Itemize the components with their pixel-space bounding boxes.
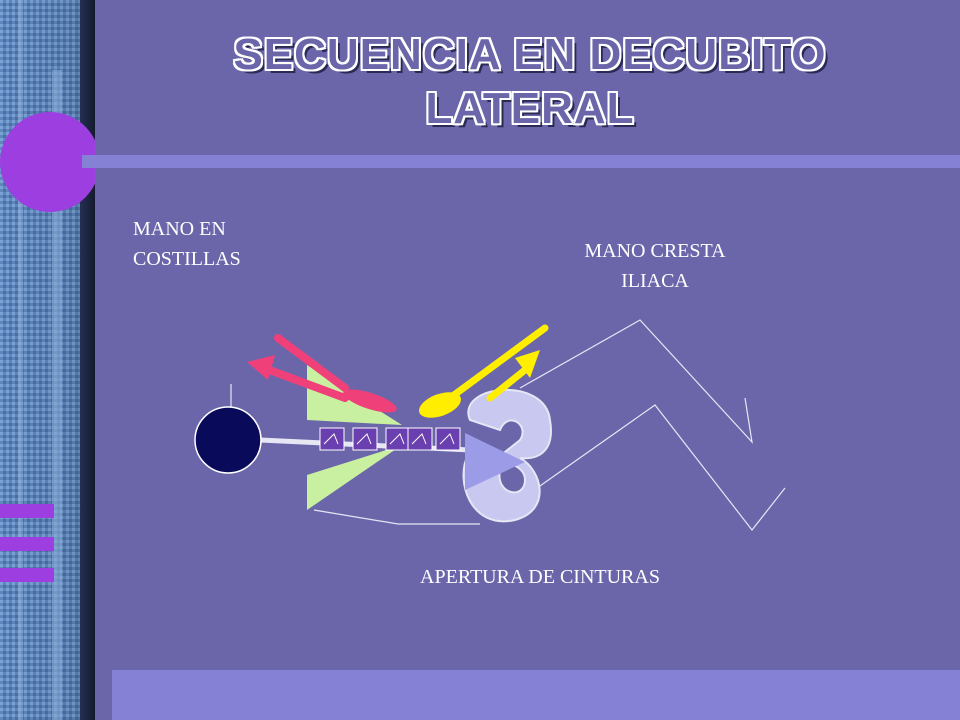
page-title: SECUENCIA EN DECUBITO LATERAL bbox=[130, 28, 930, 136]
decorative-stripe-2 bbox=[0, 537, 54, 551]
pink-arrow-line-2 bbox=[260, 364, 349, 402]
decorative-left-bar bbox=[0, 0, 95, 720]
head-circle bbox=[194, 406, 262, 474]
lower-leg bbox=[519, 404, 786, 531]
yellow-hand bbox=[418, 392, 462, 418]
title-line-2: LATERAL bbox=[425, 84, 635, 133]
pink-arrow-line-1 bbox=[274, 334, 349, 392]
lower-trunk-triangle bbox=[307, 445, 402, 510]
decorative-stripe-1 bbox=[0, 504, 54, 518]
label-apertura: APERTURA DE CINTURAS bbox=[420, 566, 660, 588]
pink-hand bbox=[343, 389, 397, 413]
yellow-arrow-line-1 bbox=[446, 324, 549, 402]
vertebrae bbox=[319, 427, 461, 451]
upper-leg bbox=[519, 319, 753, 444]
decorative-stripe-3 bbox=[0, 568, 54, 582]
label-mano-cresta: MANO CRESTA ILIACA bbox=[584, 240, 726, 292]
legs bbox=[230, 319, 786, 531]
yellow-arrow-line-2 bbox=[486, 366, 529, 402]
yellow-arrows bbox=[418, 324, 549, 418]
pelvis-triangle bbox=[465, 433, 525, 490]
vertebra-1 bbox=[319, 427, 345, 451]
vertebra-5 bbox=[435, 427, 461, 451]
title-underline bbox=[82, 155, 960, 168]
lower-trunk-line bbox=[313, 509, 480, 525]
yellow-arrowhead bbox=[515, 350, 540, 378]
label-mano-costillas: MANO EN COSTILLAS bbox=[133, 218, 241, 270]
vertebra-2 bbox=[352, 427, 378, 451]
decorative-circle bbox=[0, 112, 95, 212]
pink-arrows bbox=[247, 334, 397, 413]
pink-arrowhead bbox=[247, 355, 275, 380]
vertebra-3 bbox=[385, 427, 411, 451]
bottom-band bbox=[112, 670, 960, 720]
title-line-1: SECUENCIA EN DECUBITO bbox=[233, 30, 827, 79]
vertebra-4 bbox=[407, 427, 433, 451]
